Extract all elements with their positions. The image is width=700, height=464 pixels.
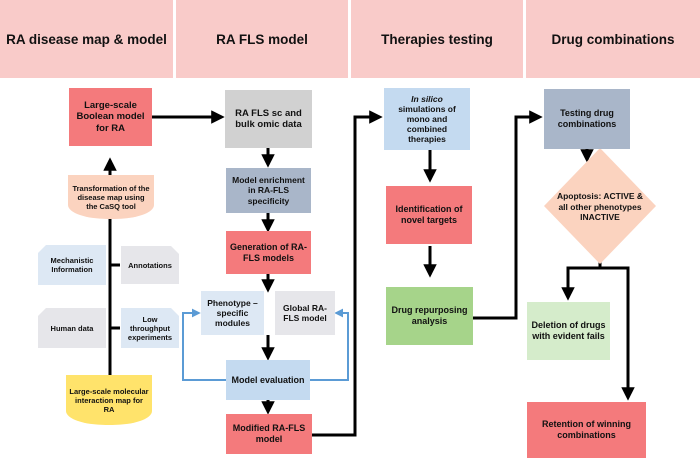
retention-winning-combinations: Retention of winning combinations — [527, 402, 646, 458]
model-evaluation: Model evaluation — [226, 360, 310, 400]
global-ra-fls-model: Global RA-FLS model — [275, 291, 335, 335]
identification-novel-targets: Identification of novel targets — [386, 186, 472, 244]
mechanistic-information: Mechanistic Information — [38, 245, 106, 285]
apoptosis-diamond — [544, 148, 656, 264]
model-enrichment: Model enrichment in RA-FLS specificity — [226, 168, 311, 213]
in-silico-simulations: In silico simulations of mono and combin… — [384, 88, 470, 150]
testing-drug-combinations: Testing drug combinations — [544, 89, 630, 149]
annotations: Annotations — [121, 246, 179, 284]
generation-ra-fls-models: Generation of RA-FLS models — [226, 231, 311, 274]
large-scale-boolean-model: Large-scale Boolean model for RA — [69, 88, 152, 146]
simulations-label: simulations of mono and combined therapi… — [398, 103, 456, 145]
modified-ra-fls-model: Modified RA-FLS model — [226, 414, 312, 454]
header-therapies-testing: Therapies testing — [351, 0, 523, 78]
drug-repurposing-analysis: Drug repurposing analysis — [386, 287, 473, 345]
phenotype-specific-modules: Phenotype –specific modules — [201, 291, 264, 335]
in-silico-label: In silico — [411, 93, 443, 104]
header-drug-combinations: Drug combinations — [526, 0, 700, 78]
deletion-of-drugs: Deletion of drugs with evident fails — [527, 302, 610, 360]
apoptosis-condition: Apoptosis: ACTIVE & all other phenotypes… — [556, 191, 644, 223]
transformation-casq: Transformation of the disease map using … — [68, 175, 154, 219]
header-ra-disease-map: RA disease map & model — [0, 0, 173, 78]
human-data: Human data — [38, 308, 106, 348]
header-ra-fls-model: RA FLS model — [176, 0, 348, 78]
low-throughput-experiments: Low throughput experiments — [121, 308, 179, 348]
interaction-map-ra: Large-scale molecular interaction map fo… — [66, 375, 152, 425]
ra-fls-omic-data: RA FLS sc and bulk omic data — [225, 90, 312, 148]
